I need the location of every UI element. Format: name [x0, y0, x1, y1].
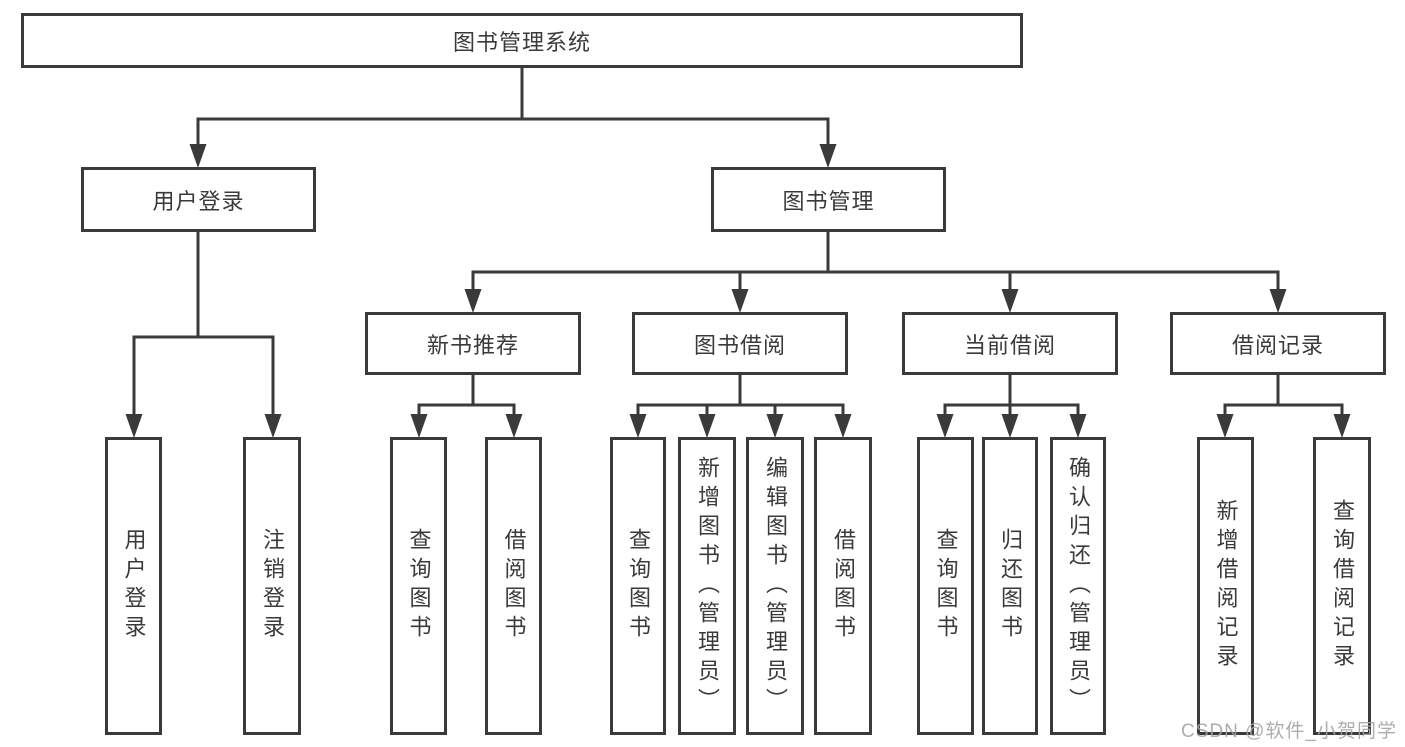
leaf-logout-label: 注销登录 [260, 528, 285, 644]
leaf-bb-borrow-books: 借阅图书 [814, 437, 872, 735]
leaf-rec-borrow-books: 借阅图书 [485, 437, 542, 735]
watermark: CSDN @软件_小贺同学 [1181, 721, 1397, 742]
leaf-br-query-record-label: 查询借阅记录 [1330, 499, 1355, 673]
node-root-label: 图书管理系统 [452, 29, 591, 55]
node-root: 图书管理系统 [21, 13, 1023, 68]
leaf-br-add-record-label: 新增借阅记录 [1213, 499, 1239, 673]
node-book-borrow-label: 图书借阅 [693, 332, 786, 358]
leaf-rec-borrow-books-label: 借阅图书 [501, 528, 527, 644]
leaf-br-add-record: 新增借阅记录 [1197, 437, 1254, 735]
node-current-borrow-label: 当前借阅 [963, 332, 1056, 358]
leaf-user-login: 用户登录 [105, 437, 162, 735]
connector-new-book-rec [417, 373, 516, 419]
connector-current-borrow [943, 373, 1080, 419]
connector-borrow-records [1223, 373, 1344, 419]
leaf-br-query-record: 查询借阅记录 [1313, 437, 1371, 735]
node-new-book-rec: 新书推荐 [365, 312, 581, 375]
node-book-mgmt-label: 图书管理 [782, 188, 875, 214]
leaf-cb-return-books: 归还图书 [982, 437, 1038, 735]
leaf-cb-confirm-return-label: 确认归还（管理员） [1066, 455, 1091, 717]
leaf-cb-query-books: 查询图书 [917, 437, 974, 735]
leaf-rec-query-books: 查询图书 [390, 437, 447, 735]
connector-user-login [132, 230, 275, 419]
node-current-borrow: 当前借阅 [902, 312, 1118, 375]
leaf-logout: 注销登录 [243, 437, 301, 735]
leaf-bb-edit-books-label: 编辑图书（管理员） [763, 455, 788, 717]
node-user-login-label: 用户登录 [152, 188, 245, 214]
leaf-user-login-label: 用户登录 [121, 528, 147, 644]
node-borrow-records: 借阅记录 [1170, 312, 1386, 375]
node-book-borrow: 图书借阅 [632, 312, 848, 375]
leaf-bb-query-books: 查询图书 [610, 437, 666, 735]
connector-book-borrow [636, 373, 845, 419]
arrowheads [125, 144, 1351, 438]
leaf-cb-confirm-return: 确认归还（管理员） [1050, 437, 1106, 735]
leaf-rec-query-books-label: 查询图书 [406, 528, 432, 644]
node-user-login: 用户登录 [81, 167, 316, 232]
connector-root [196, 66, 830, 148]
leaf-bb-borrow-books-label: 借阅图书 [831, 528, 856, 644]
node-borrow-records-label: 借阅记录 [1231, 332, 1324, 358]
leaf-cb-query-books-label: 查询图书 [933, 528, 959, 644]
node-new-book-rec-label: 新书推荐 [426, 332, 519, 358]
leaf-cb-return-books-label: 归还图书 [998, 528, 1023, 644]
node-book-mgmt: 图书管理 [711, 167, 946, 232]
leaf-bb-edit-books: 编辑图书（管理员） [746, 437, 804, 735]
connector-book-mgmt [471, 230, 1280, 294]
leaf-bb-add-books: 新增图书（管理员） [678, 437, 736, 735]
leaf-bb-query-books-label: 查询图书 [626, 528, 651, 644]
leaf-bb-add-books-label: 新增图书（管理员） [695, 455, 720, 717]
